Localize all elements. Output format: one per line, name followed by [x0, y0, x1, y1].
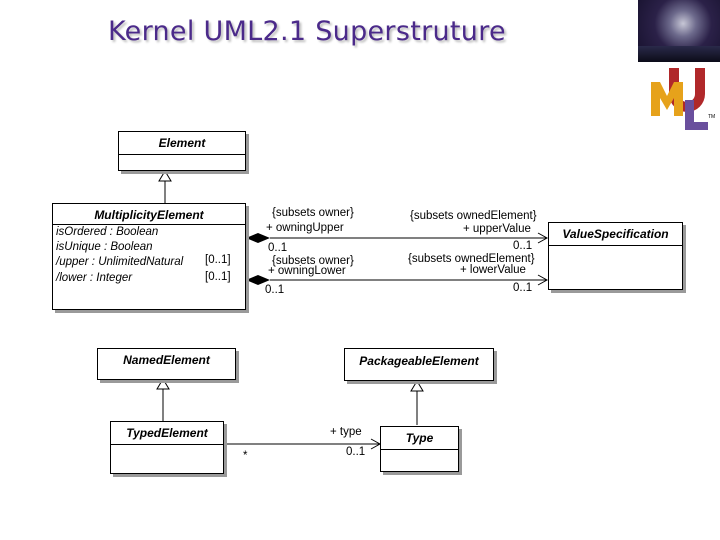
uml-logo: TM [651, 68, 715, 130]
upper-owner-constraint: {subsets owner} [272, 207, 354, 219]
lower-target-constraint: {subsets ownedElement} [408, 253, 535, 265]
lower-target-role: + lowerValue [460, 264, 526, 276]
corner-image-ground [638, 46, 720, 62]
attribute-upper-multiplicity: [0..1] [205, 254, 231, 266]
attribute-is-ordered: isOrdered : Boolean [56, 226, 159, 238]
class-typed-element: TypedElement [110, 421, 224, 474]
upper-owner-multiplicity: 0..1 [268, 242, 288, 254]
generalization-arrowhead-packageable [410, 380, 424, 392]
upper-owner-role: + owningUpper [266, 222, 344, 234]
association-arrow-upper [537, 232, 549, 244]
uml-logo-l [685, 100, 708, 130]
lower-owner-multiplicity: 0..1 [265, 284, 285, 296]
class-packageable-element-name: PackageableElement [359, 354, 479, 368]
attribute-lower-multiplicity: [0..1] [205, 271, 231, 283]
association-arrow-lower [537, 274, 549, 286]
slide-title: Kernel UML2.1 Superstruture [108, 16, 506, 47]
class-value-specification: ValueSpecification [548, 222, 683, 290]
class-typed-element-separator [111, 444, 223, 445]
upper-target-constraint: {subsets ownedElement} [410, 210, 537, 222]
class-value-specification-name: ValueSpecification [562, 227, 669, 241]
upper-target-multiplicity: 0..1 [513, 240, 533, 252]
class-named-element-name: NamedElement [123, 353, 210, 367]
type-target-role: + type [330, 426, 362, 438]
class-multiplicity-element-name: MultiplicityElement [94, 208, 204, 222]
attribute-is-unique: isUnique : Boolean [56, 241, 153, 253]
class-value-specification-separator [549, 245, 682, 246]
class-type: Type [380, 426, 459, 472]
class-element-name: Element [158, 136, 206, 150]
uml-logo-tm: TM [708, 114, 715, 120]
class-type-name: Type [405, 431, 434, 445]
generalization-arrowhead-element [158, 170, 172, 182]
lower-owner-role: + owningLower [268, 265, 346, 277]
composition-diamond-lower [246, 275, 270, 285]
uml-logo-m [651, 82, 683, 116]
class-element-separator [119, 154, 245, 155]
type-source-multiplicity: * [243, 450, 248, 462]
upper-target-role: + upperValue [463, 223, 531, 235]
type-target-multiplicity: 0..1 [346, 446, 366, 458]
corner-space-image [638, 0, 720, 62]
class-multiplicity-element-separator [53, 224, 245, 225]
class-named-element: NamedElement [97, 348, 236, 380]
lower-owner-constraint: {subsets owner} [272, 255, 354, 267]
class-packageable-element: PackageableElement [344, 348, 494, 381]
class-multiplicity-element: MultiplicityElement isOrdered : Boolean … [52, 203, 246, 310]
composition-diamond-upper [246, 233, 270, 243]
generalization-arrowhead-named [156, 378, 170, 390]
lower-target-multiplicity: 0..1 [513, 282, 533, 294]
attribute-lower: /lower : Integer [56, 272, 133, 284]
attribute-upper: /upper : UnlimitedNatural [56, 256, 184, 268]
class-element: Element [118, 131, 246, 171]
class-typed-element-name: TypedElement [126, 426, 208, 440]
class-type-separator [381, 449, 458, 450]
